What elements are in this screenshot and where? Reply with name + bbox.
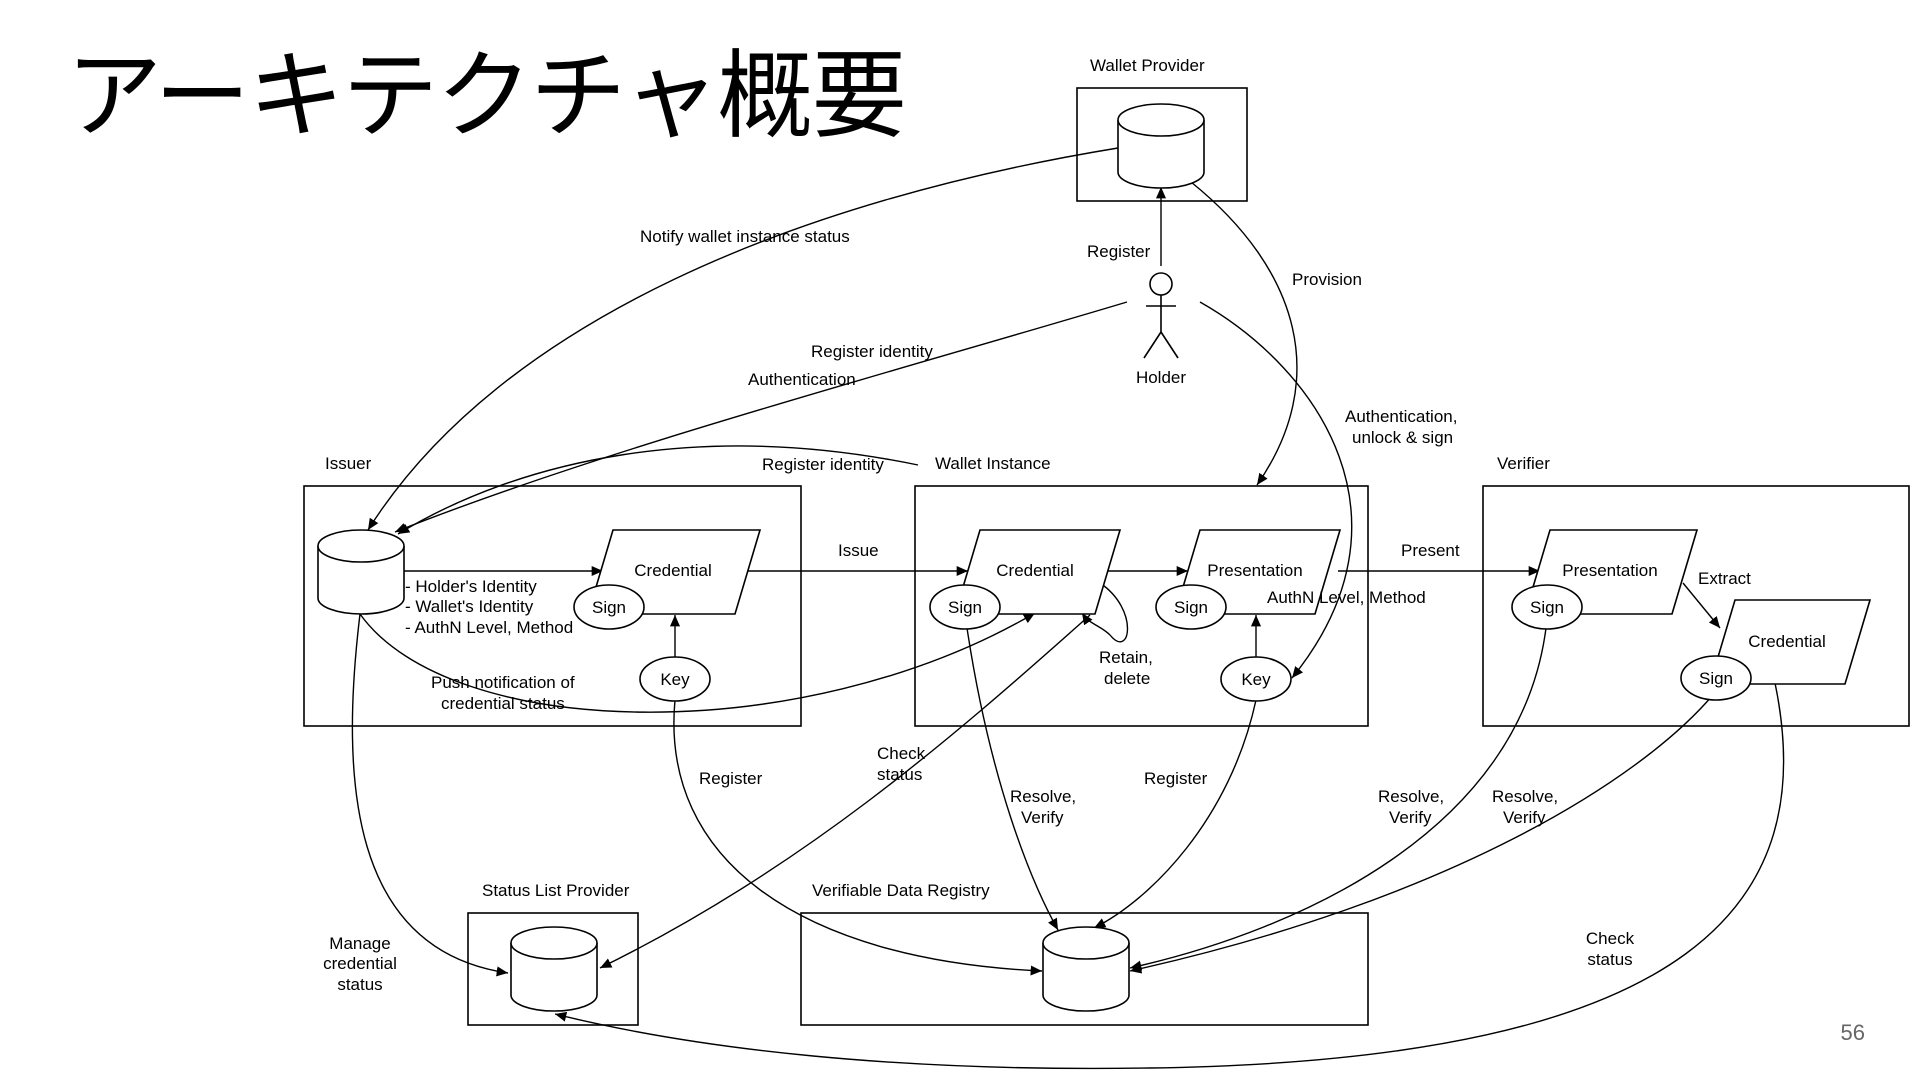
issuer-database (317, 529, 405, 615)
label-issue: Issue (838, 541, 879, 560)
label-check-status-verifier-1: Check (1586, 929, 1635, 948)
status-list-database (510, 926, 598, 1012)
verifiable-data-registry-database (1042, 926, 1130, 1012)
edge-wallet-resolve-verify (966, 627, 1059, 931)
label-manage-credential-status-2: credential (323, 954, 397, 973)
wallet-instance-box (914, 485, 1369, 727)
edge-authentication-unlock-sign (1199, 301, 1353, 679)
verifier-box (1482, 485, 1910, 727)
edge-check-status-wallet (599, 614, 1091, 969)
label-authentication-unlock-sign-1: Authentication, (1345, 407, 1457, 426)
edge-check-status-verifier (554, 682, 1785, 1070)
wallet-presentation-sign-text: Sign (1174, 598, 1208, 617)
issuer-sign-text: Sign (592, 598, 626, 617)
status-list-provider-label: Status List Provider (482, 881, 630, 900)
label-retain-delete-2: delete (1104, 669, 1150, 688)
wallet-credential-sign-text: Sign (948, 598, 982, 617)
issuer-key-text: Key (660, 670, 690, 689)
edge-extract (1682, 582, 1721, 629)
edge-verifier-resolve-verify-1 (1129, 627, 1547, 971)
issuer-sign-ellipse (573, 584, 645, 630)
page-number: 56 (1840, 1020, 1865, 1045)
holder-label: Holder (1136, 368, 1186, 387)
edge-register-identity-wallet (397, 445, 919, 535)
label-check-status-wallet-2: status (877, 765, 922, 784)
label-register-wallet-key: Register (1144, 769, 1208, 788)
label-push-notification-2: credential status (441, 694, 565, 713)
edge-issuer-key-register (673, 699, 1043, 976)
verifier-presentation-sign-text: Sign (1530, 598, 1564, 617)
wallet-provider-label: Wallet Provider (1090, 56, 1205, 75)
issuer-attribute-holder-identity: - Holder's Identity (405, 577, 537, 596)
label-resolve-verify-verifier-2b: Verify (1503, 808, 1546, 827)
slide-title: アーキテクチャ概要 (66, 40, 907, 152)
label-check-status-verifier-2: status (1587, 950, 1632, 969)
wallet-instance-label: Wallet Instance (935, 454, 1051, 473)
wallet-key-ellipse (1220, 656, 1292, 702)
label-resolve-verify-verifier-1a: Resolve, (1378, 787, 1444, 806)
verifier-credential-sign-text: Sign (1699, 669, 1733, 688)
issuer-credential-text: Credential (634, 561, 712, 580)
label-check-status-wallet-1: Check (877, 744, 926, 763)
edge-verifier-resolve-verify-2 (1129, 695, 1713, 974)
verifier-presentation-sign-ellipse (1511, 584, 1583, 630)
label-register-issuer-key: Register (699, 769, 763, 788)
wallet-presentation-sign-ellipse (1155, 584, 1227, 630)
verifier-label: Verifier (1497, 454, 1550, 473)
label-push-notification-1: Push notification of (431, 673, 575, 692)
label-manage-credential-status-3: status (337, 975, 382, 994)
edge-retain-delete (1081, 582, 1129, 643)
issuer-attribute-authn-level: - AuthN Level, Method (405, 618, 573, 637)
label-resolve-verify-wallet-2: Verify (1021, 808, 1064, 827)
verifiable-data-registry-label: Verifiable Data Registry (812, 881, 990, 900)
wallet-credential-text: Credential (996, 561, 1074, 580)
edge-manage-credential-status (351, 613, 509, 977)
issuer-box (303, 485, 802, 727)
label-register-identity-top: Register identity (811, 342, 933, 361)
issuer-label: Issuer (325, 454, 372, 473)
edge-push-notification (359, 612, 1036, 713)
label-provision: Provision (1292, 270, 1362, 289)
label-authentication: Authentication (748, 370, 856, 389)
verifiable-data-registry-box (800, 912, 1369, 1026)
wallet-key-text: Key (1241, 670, 1271, 689)
label-register-identity-wallet: Register identity (762, 455, 884, 474)
label-register-holder: Register (1087, 242, 1151, 261)
wallet-credential-sign-ellipse (929, 584, 1001, 630)
edge-register-identity-holder (394, 301, 1128, 533)
verifier-credential-sign-ellipse (1680, 655, 1752, 701)
label-authentication-unlock-sign-2: unlock & sign (1352, 428, 1453, 447)
label-present: Present (1401, 541, 1460, 560)
edge-wallet-key-register (1093, 699, 1257, 929)
label-retain-delete-1: Retain, (1099, 648, 1153, 667)
issuer-attribute-wallet-identity: - Wallet's Identity (405, 597, 534, 616)
label-extract: Extract (1698, 569, 1751, 588)
wallet-provider-box (1076, 87, 1248, 202)
wallet-presentation-text: Presentation (1207, 561, 1302, 580)
label-resolve-verify-verifier-1b: Verify (1389, 808, 1432, 827)
status-list-provider-box (467, 912, 639, 1026)
verifier-credential-text: Credential (1748, 632, 1826, 651)
edge-notify-wallet-instance-status (367, 147, 1119, 531)
edge-provision (1190, 181, 1298, 486)
holder-actor-icon (1143, 272, 1179, 359)
label-resolve-verify-wallet-1: Resolve, (1010, 787, 1076, 806)
label-authn-level-method: AuthN Level, Method (1267, 588, 1426, 607)
label-notify-wallet-instance-status: Notify wallet instance status (640, 227, 850, 246)
label-resolve-verify-verifier-2a: Resolve, (1492, 787, 1558, 806)
wallet-provider-database (1117, 103, 1205, 189)
verifier-presentation-text: Presentation (1562, 561, 1657, 580)
issuer-key-ellipse (639, 656, 711, 702)
label-manage-credential-status-1: Manage (329, 934, 390, 953)
